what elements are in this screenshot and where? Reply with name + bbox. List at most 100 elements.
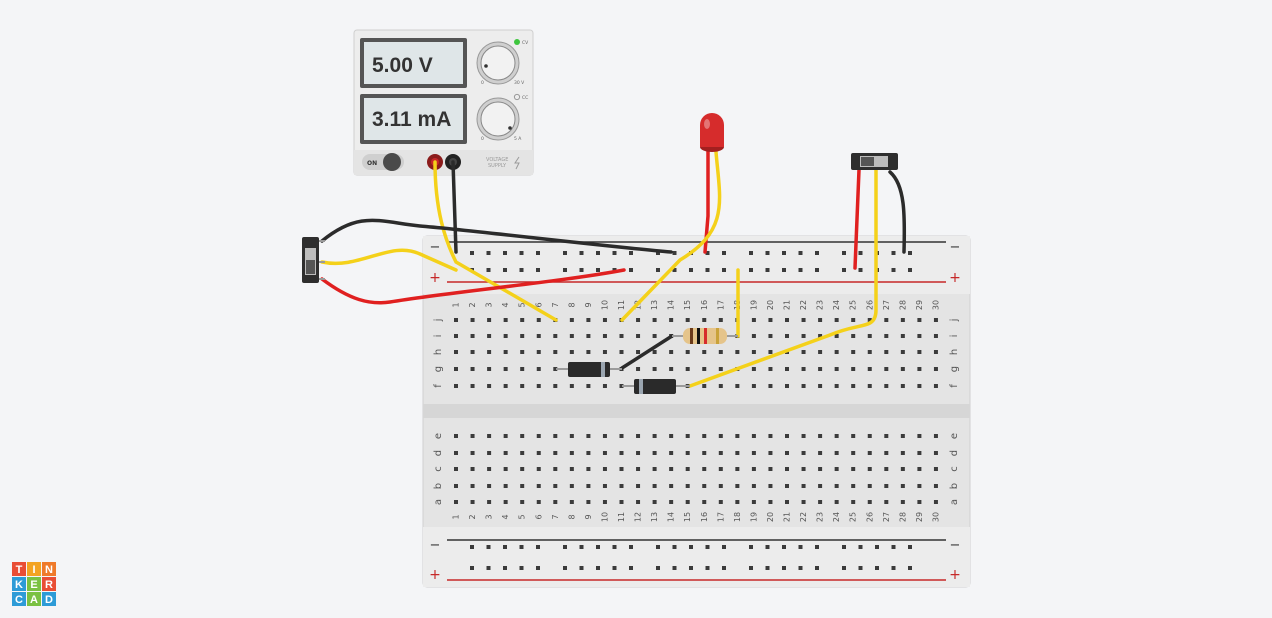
breadboard-hole[interactable] xyxy=(858,251,863,255)
breadboard-hole[interactable] xyxy=(751,434,756,438)
breadboard-hole[interactable] xyxy=(851,384,856,388)
breadboard-hole[interactable] xyxy=(782,251,786,255)
breadboard-hole[interactable] xyxy=(768,467,773,471)
breadboard-hole[interactable] xyxy=(867,334,872,338)
breadboard-hole[interactable] xyxy=(652,500,657,504)
breadboard-hole[interactable] xyxy=(834,318,839,322)
breadboard-hole[interactable] xyxy=(884,350,889,354)
switch2-black-wire[interactable] xyxy=(888,170,907,254)
breadboard-hole[interactable] xyxy=(586,350,591,354)
breadboard-hole[interactable] xyxy=(834,500,839,504)
breadboard-hole[interactable] xyxy=(520,367,525,371)
breadboard-hole[interactable] xyxy=(933,484,938,488)
wire-psu-positive[interactable] xyxy=(433,160,558,322)
current-knob[interactable] xyxy=(476,97,520,141)
breadboard-hole[interactable] xyxy=(669,451,674,455)
breadboard-hole[interactable] xyxy=(536,484,541,488)
breadboard-hole[interactable] xyxy=(553,384,558,388)
breadboard-hole[interactable] xyxy=(851,434,856,438)
breadboard-hole[interactable] xyxy=(782,566,786,570)
breadboard-hole[interactable] xyxy=(652,467,657,471)
breadboard-hole[interactable] xyxy=(834,434,839,438)
breadboard-hole[interactable] xyxy=(891,251,896,255)
breadboard-hole[interactable] xyxy=(818,350,823,354)
breadboard-hole[interactable] xyxy=(454,334,458,338)
breadboard-hole[interactable] xyxy=(782,268,786,272)
breadboard-hole[interactable] xyxy=(672,251,677,255)
led-cathode-wire[interactable] xyxy=(620,150,722,322)
breadboard-hole[interactable] xyxy=(685,318,690,322)
breadboard-hole[interactable] xyxy=(629,566,633,570)
breadboard-hole[interactable] xyxy=(842,566,846,570)
breadboard-hole[interactable] xyxy=(851,318,856,322)
breadboard-hole[interactable] xyxy=(636,467,641,471)
breadboard-hole[interactable] xyxy=(751,484,756,488)
breadboard-hole[interactable] xyxy=(834,334,839,338)
breadboard-hole[interactable] xyxy=(785,334,789,338)
breadboard-hole[interactable] xyxy=(718,367,723,371)
breadboard-hole[interactable] xyxy=(669,467,674,471)
breadboard-hole[interactable] xyxy=(768,484,773,488)
breadboard-hole[interactable] xyxy=(636,451,641,455)
breadboard-hole[interactable] xyxy=(908,566,912,570)
breadboard-hole[interactable] xyxy=(842,545,846,549)
breadboard-hole[interactable] xyxy=(553,334,558,338)
breadboard-hole[interactable] xyxy=(685,451,690,455)
breadboard-hole[interactable] xyxy=(749,545,753,549)
breadboard-hole[interactable] xyxy=(602,384,607,388)
breadboard-hole[interactable] xyxy=(652,350,657,354)
breadboard-hole[interactable] xyxy=(801,367,806,371)
breadboard-hole[interactable] xyxy=(689,545,693,549)
breadboard-hole[interactable] xyxy=(702,484,707,488)
breadboard-hole[interactable] xyxy=(867,451,872,455)
breadboard-hole[interactable] xyxy=(586,500,591,504)
breadboard-hole[interactable] xyxy=(579,545,584,549)
breadboard-hole[interactable] xyxy=(818,500,823,504)
breadboard-hole[interactable] xyxy=(685,484,690,488)
breadboard-hole[interactable] xyxy=(718,467,723,471)
breadboard-hole[interactable] xyxy=(798,251,803,255)
breadboard-hole[interactable] xyxy=(834,484,839,488)
breadboard-hole[interactable] xyxy=(569,318,574,322)
breadboard-hole[interactable] xyxy=(867,318,872,322)
breadboard-hole[interactable] xyxy=(503,384,508,388)
breadboard-hole[interactable] xyxy=(900,367,905,371)
breadboard-hole[interactable] xyxy=(519,545,524,549)
breadboard-hole[interactable] xyxy=(520,467,525,471)
power-switch-knob[interactable] xyxy=(383,153,401,171)
breadboard-hole[interactable] xyxy=(519,566,524,570)
breadboard-hole[interactable] xyxy=(669,367,674,371)
breadboard-hole[interactable] xyxy=(785,484,789,488)
breadboard-hole[interactable] xyxy=(536,334,541,338)
breadboard-hole[interactable] xyxy=(503,318,508,322)
breadboard-hole[interactable] xyxy=(801,451,806,455)
breadboard-hole[interactable] xyxy=(454,451,458,455)
breadboard-hole[interactable] xyxy=(596,545,600,549)
breadboard-hole[interactable] xyxy=(933,318,938,322)
breadboard-hole[interactable] xyxy=(656,566,660,570)
breadboard-hole[interactable] xyxy=(718,434,723,438)
breadboard-hole[interactable] xyxy=(867,467,872,471)
breadboard-hole[interactable] xyxy=(520,500,525,504)
breadboard-hole[interactable] xyxy=(454,384,458,388)
breadboard-hole[interactable] xyxy=(536,451,541,455)
power-supply[interactable]: 5.00 V 3.11 mA CV 0 30 V CC 0 5 A ON xyxy=(353,29,534,176)
breadboard-hole[interactable] xyxy=(884,451,889,455)
breadboard-hole[interactable] xyxy=(749,251,753,255)
breadboard-hole[interactable] xyxy=(503,545,507,549)
breadboard-hole[interactable] xyxy=(536,467,541,471)
breadboard-hole[interactable] xyxy=(553,350,558,354)
breadboard-hole[interactable] xyxy=(470,318,475,322)
breadboard-hole[interactable] xyxy=(487,467,492,471)
breadboard-hole[interactable] xyxy=(735,500,740,504)
breadboard-hole[interactable] xyxy=(851,500,856,504)
voltage-knob[interactable] xyxy=(476,41,520,85)
breadboard-hole[interactable] xyxy=(685,367,690,371)
breadboard-hole[interactable] xyxy=(586,384,591,388)
breadboard-hole[interactable] xyxy=(569,500,574,504)
breadboard-hole[interactable] xyxy=(619,484,624,488)
breadboard-hole[interactable] xyxy=(503,434,508,438)
breadboard-hole[interactable] xyxy=(652,434,657,438)
breadboard-hole[interactable] xyxy=(702,318,707,322)
breadboard-hole[interactable] xyxy=(917,350,922,354)
